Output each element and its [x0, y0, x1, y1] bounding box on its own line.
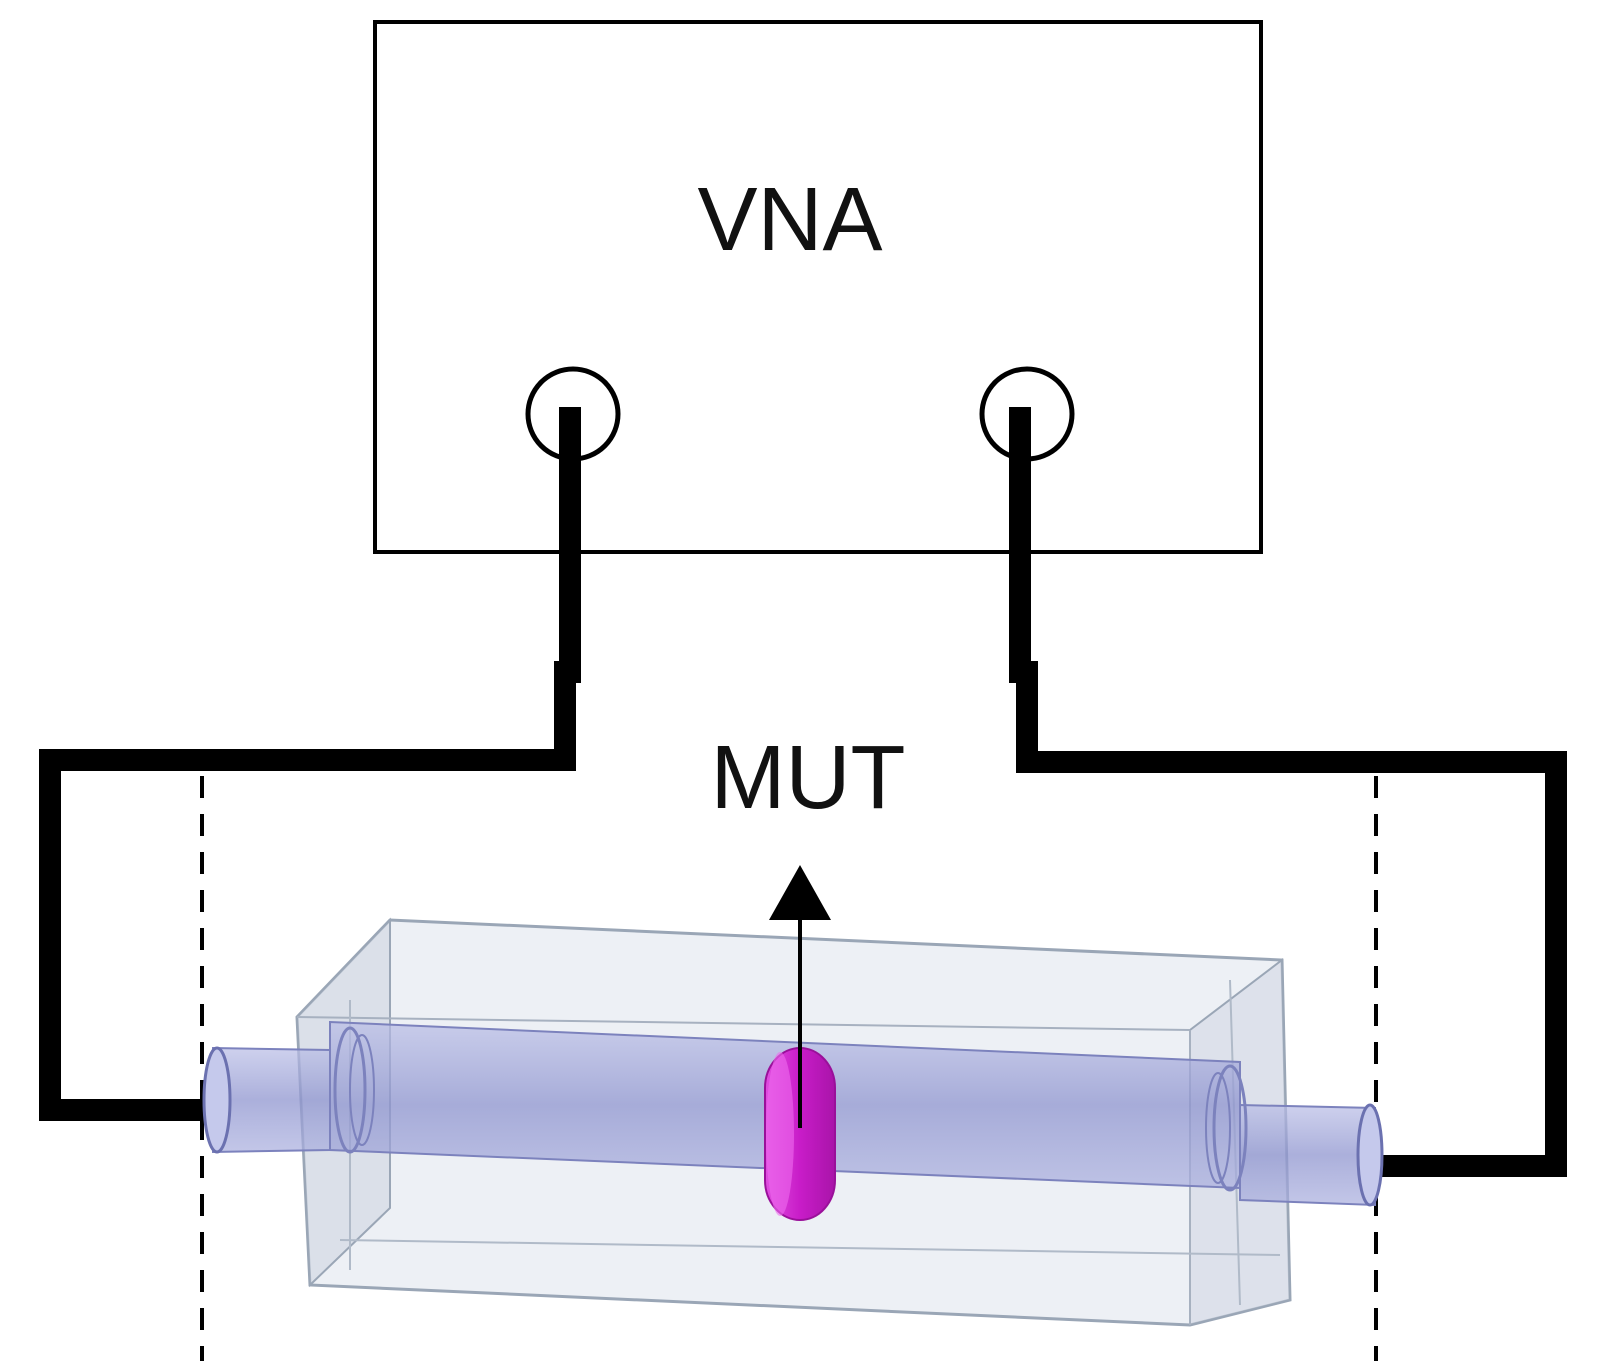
left-cable [39, 407, 581, 1121]
coaxial-fixture [202, 917, 1384, 1327]
vna-label: VNA [697, 170, 882, 270]
vna-box [373, 20, 1263, 554]
arrowhead-icon [769, 865, 831, 920]
right-cable [1009, 407, 1567, 1177]
mut-label: MUT [711, 728, 906, 828]
